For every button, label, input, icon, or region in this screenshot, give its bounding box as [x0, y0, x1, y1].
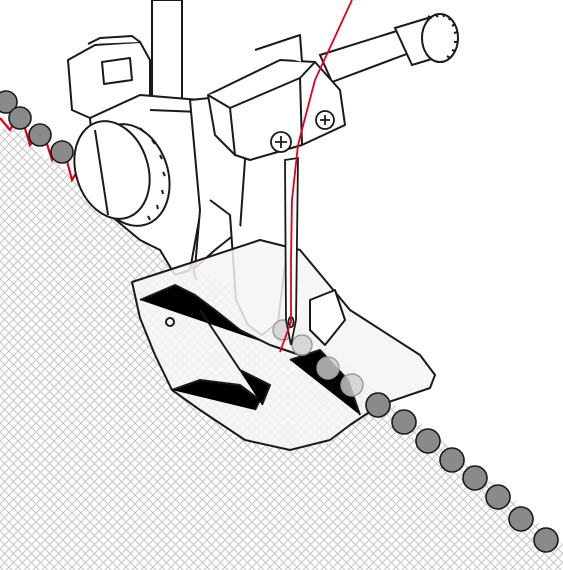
beads-upper: [0, 90, 74, 164]
thumbscrew-knob-icon: [73, 120, 171, 227]
needle-clamp: [207, 34, 346, 161]
screw-icon: [315, 110, 335, 130]
side-knob-icon: [421, 13, 459, 63]
thread: [279, 0, 353, 353]
beads-lower: [365, 392, 559, 553]
screw-icon: [270, 131, 292, 153]
